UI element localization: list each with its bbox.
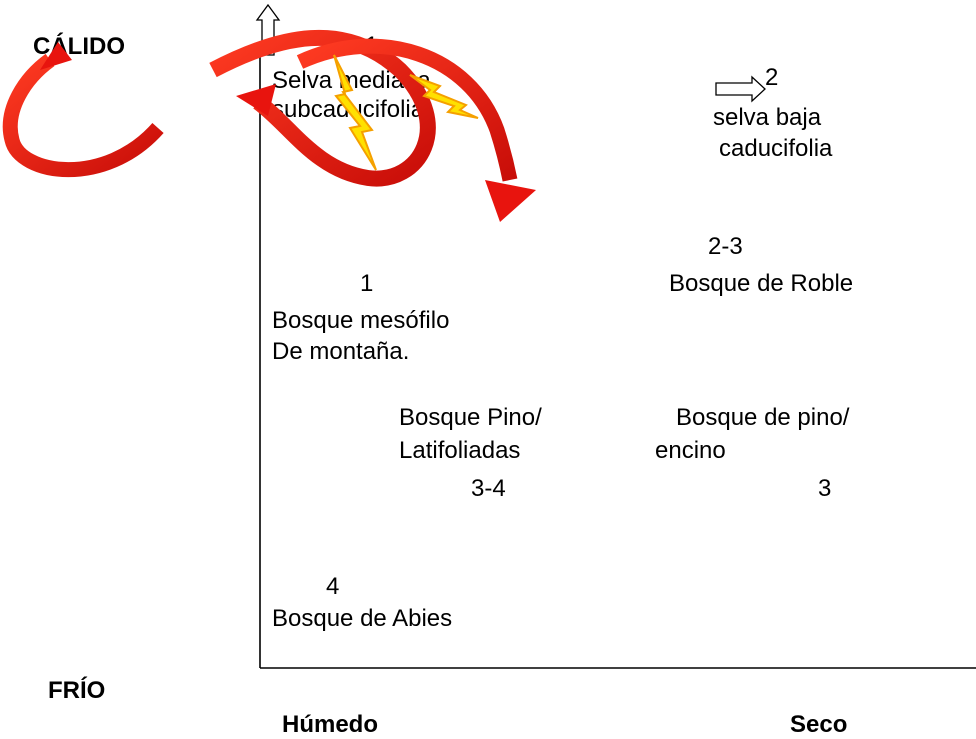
lightning-icon bbox=[409, 74, 479, 119]
zone-number-bosque-roble: 2-3 bbox=[708, 233, 743, 260]
zone-number-selva-baja: 2 bbox=[765, 64, 779, 91]
curved-arrow-icon bbox=[296, 38, 536, 222]
axis-label-calido: CÁLIDO bbox=[33, 33, 125, 60]
zone-label-bosque-mesofilo-line2: De montaña. bbox=[272, 338, 410, 365]
hollow-arrow-right-icon bbox=[715, 75, 766, 103]
zone-number-pino-latifoliadas: 3-4 bbox=[471, 475, 506, 502]
zone-number-bosque-abies: 4 bbox=[326, 573, 340, 600]
axis-label-humedo: Húmedo bbox=[282, 711, 378, 738]
zone-label-selva-baja-line1: selva baja bbox=[713, 104, 822, 131]
zone-label-pino-latifoliadas-line2: Latifoliadas bbox=[399, 437, 521, 464]
zone-number-pino-encino: 3 bbox=[818, 475, 832, 502]
zone-label-pino-latifoliadas-line1: Bosque Pino/ bbox=[399, 404, 542, 431]
axis-label-seco: Seco bbox=[790, 711, 848, 738]
curved-arrow-icon bbox=[2, 42, 164, 177]
zone-label-pino-encino-line1: Bosque de pino/ bbox=[676, 404, 850, 431]
zone-label-bosque-roble: Bosque de Roble bbox=[669, 270, 854, 297]
zone-label-pino-encino-line2: encino bbox=[655, 437, 726, 464]
curved-arrow-icon bbox=[209, 29, 436, 187]
zone-label-bosque-mesofilo-line1: Bosque mesófilo bbox=[272, 307, 450, 334]
lightning-icon bbox=[333, 54, 377, 171]
zone-label-bosque-abies: Bosque de Abies bbox=[272, 605, 453, 632]
zone-number-bosque-mesofilo: 1 bbox=[360, 270, 374, 297]
axis-label-frio: FRÍO bbox=[48, 677, 106, 704]
zone-label-selva-baja-line2: caducifolia bbox=[719, 135, 833, 162]
